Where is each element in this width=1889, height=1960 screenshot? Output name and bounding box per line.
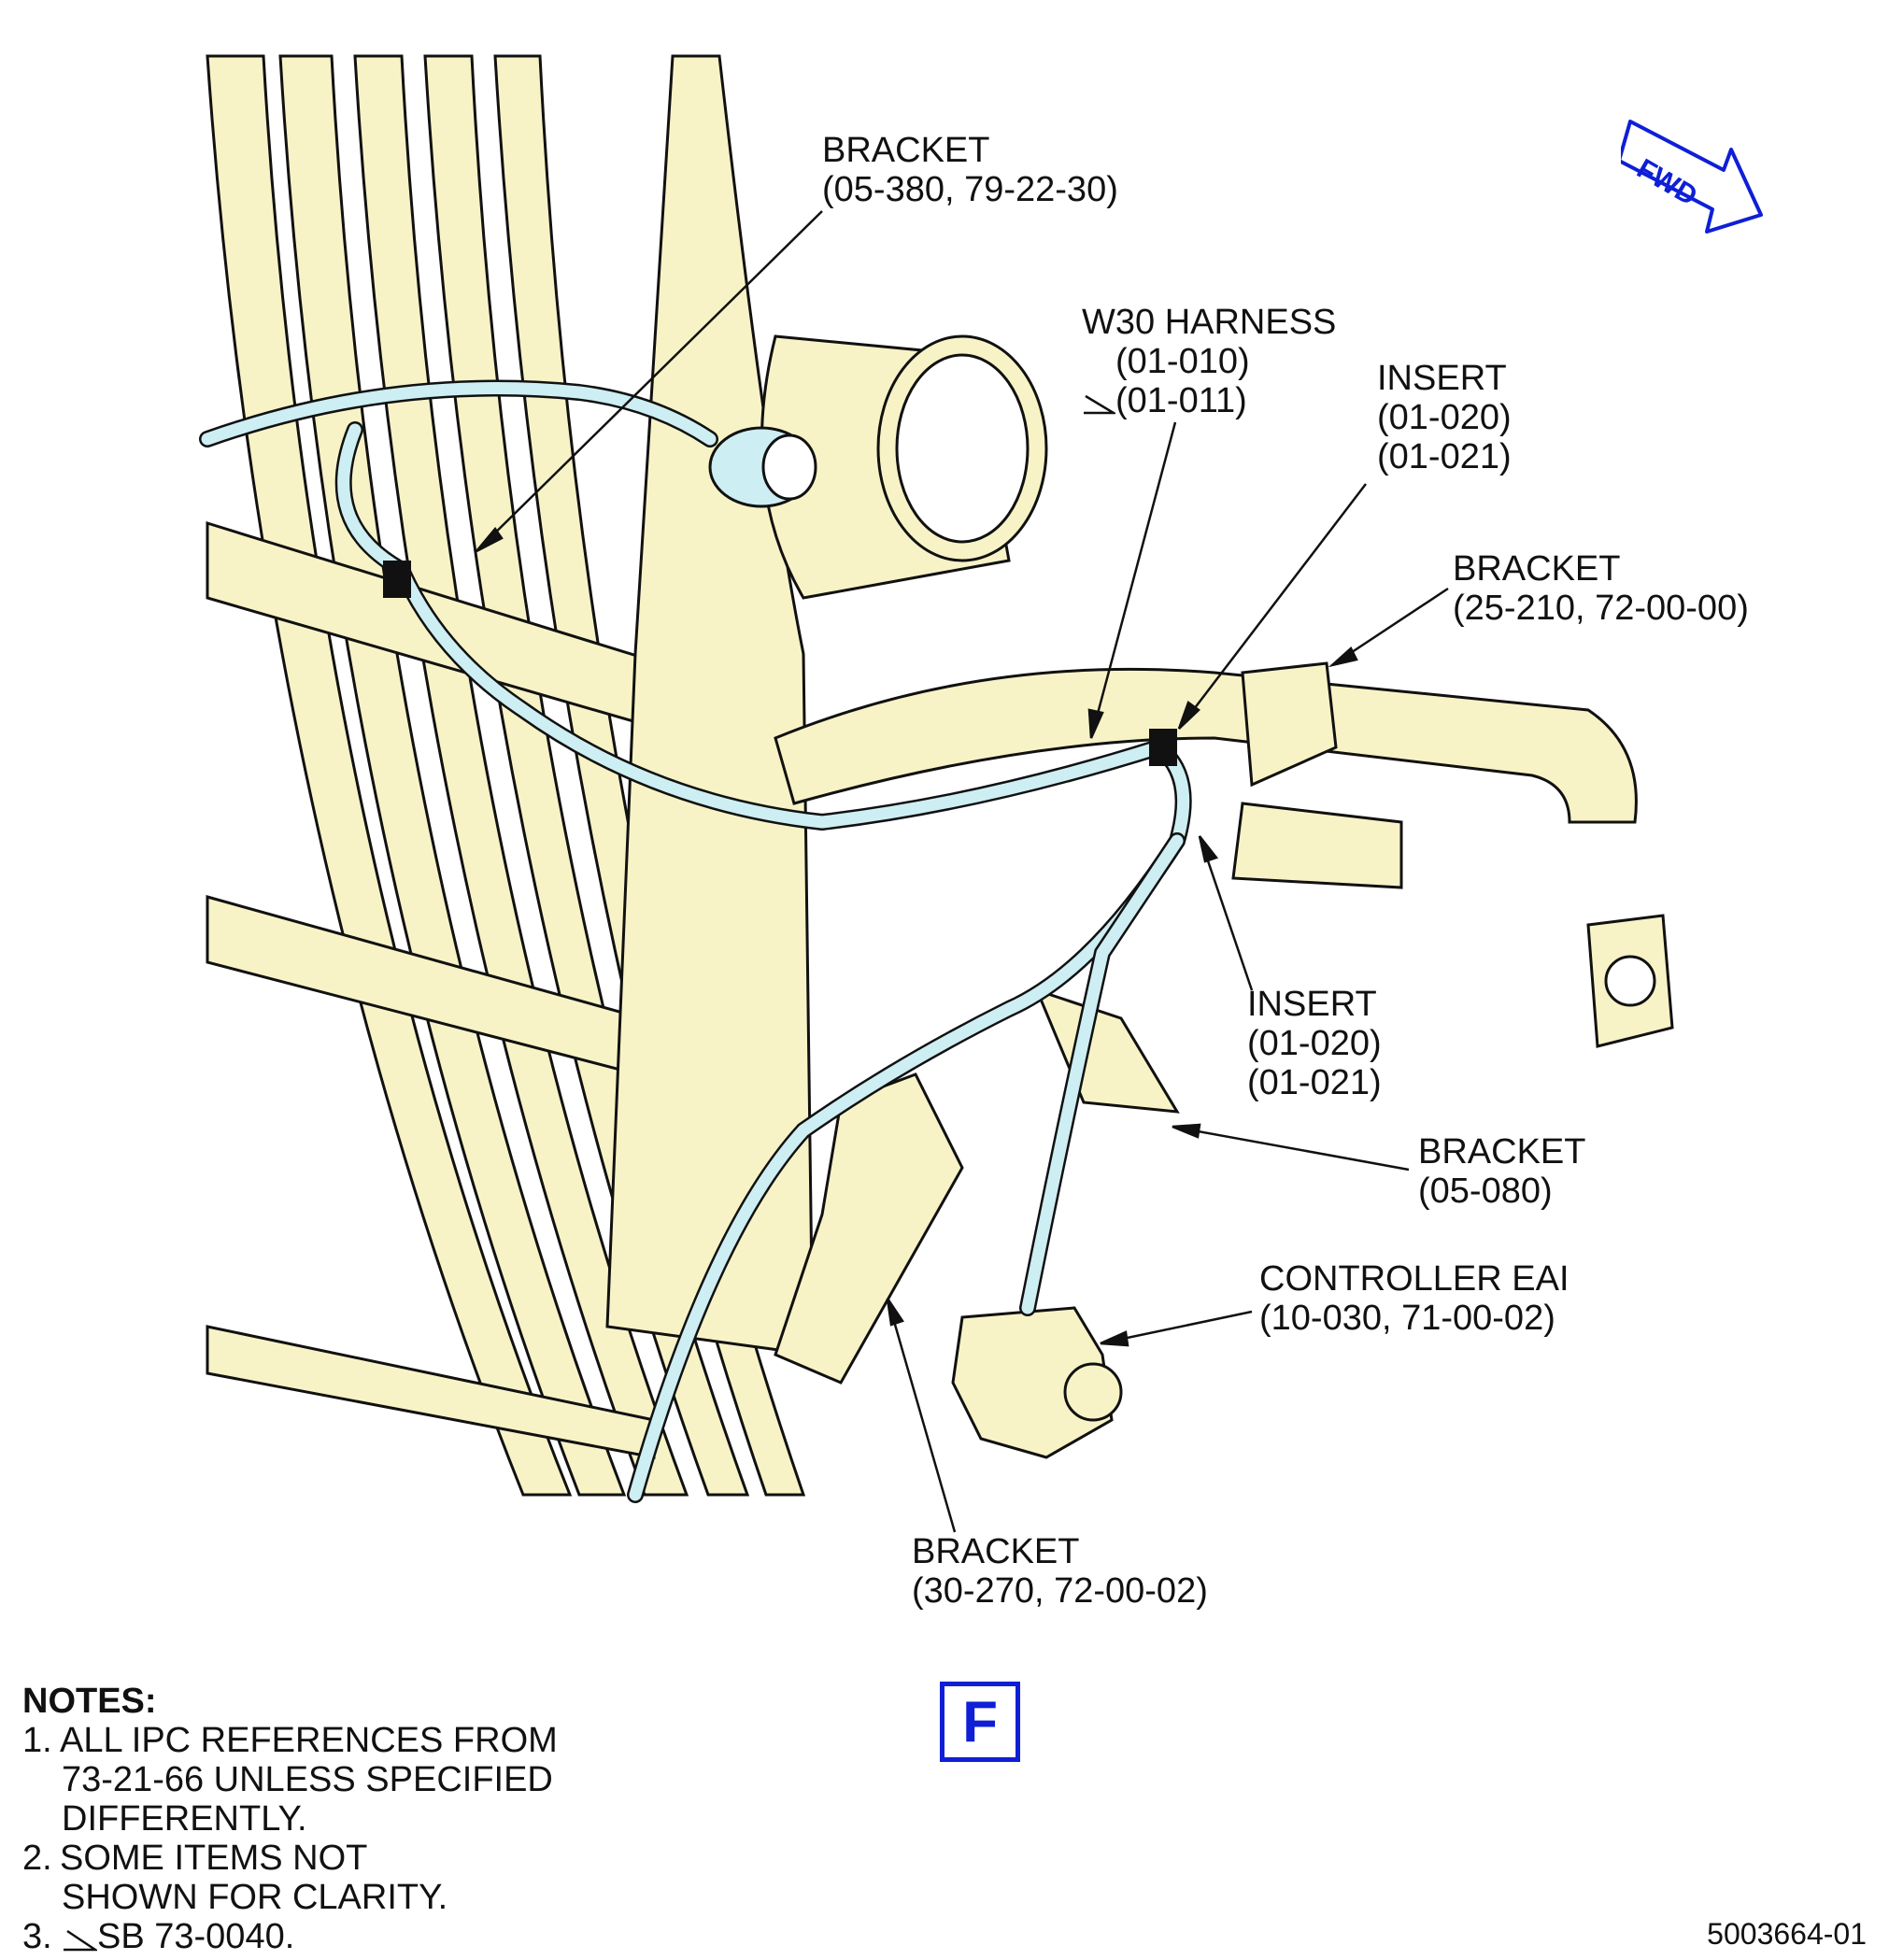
effectivity-triangle-icon	[1084, 394, 1115, 415]
callout-bracket-mid: BRACKET (05-080)	[1418, 1132, 1586, 1211]
view-letter: F	[940, 1682, 1020, 1762]
fwd-arrow-icon	[1621, 120, 1763, 234]
callout-insert-mid: INSERT (01-020) (01-021)	[1247, 985, 1382, 1102]
callout-insert-top: INSERT (01-020) (01-021)	[1377, 359, 1512, 476]
notes-block: NOTES: 1.ALL IPC REFERENCES FROM 73-21-6…	[22, 1682, 558, 1956]
notes-heading: NOTES:	[22, 1682, 157, 1721]
leader-lines	[476, 210, 1449, 1533]
engine-structure	[206, 54, 1674, 1497]
effectivity-triangle-icon	[64, 1929, 100, 1952]
note-item: 3.SB 73-0040.	[22, 1917, 295, 1956]
drawing-number: 5003664-01	[1707, 1917, 1867, 1951]
callout-w30-harness: W30 HARNESS (01-010) (01-011)	[1082, 303, 1337, 420]
callout-bracket-top: BRACKET (05-380, 79-22-30)	[822, 131, 1118, 209]
callout-controller-eai: CONTROLLER EAI (10-030, 71-00-02)	[1259, 1259, 1569, 1338]
callout-bracket-bottom: BRACKET (30-270, 72-00-02)	[912, 1532, 1208, 1611]
note-item: 2.SOME ITEMS NOT SHOWN FOR CLARITY.	[22, 1839, 448, 1917]
w30-harness	[199, 379, 1192, 1503]
callout-bracket-right: BRACKET (25-210, 72-00-00)	[1453, 549, 1749, 628]
note-item: 1.ALL IPC REFERENCES FROM 73-21-66 UNLES…	[22, 1721, 558, 1839]
